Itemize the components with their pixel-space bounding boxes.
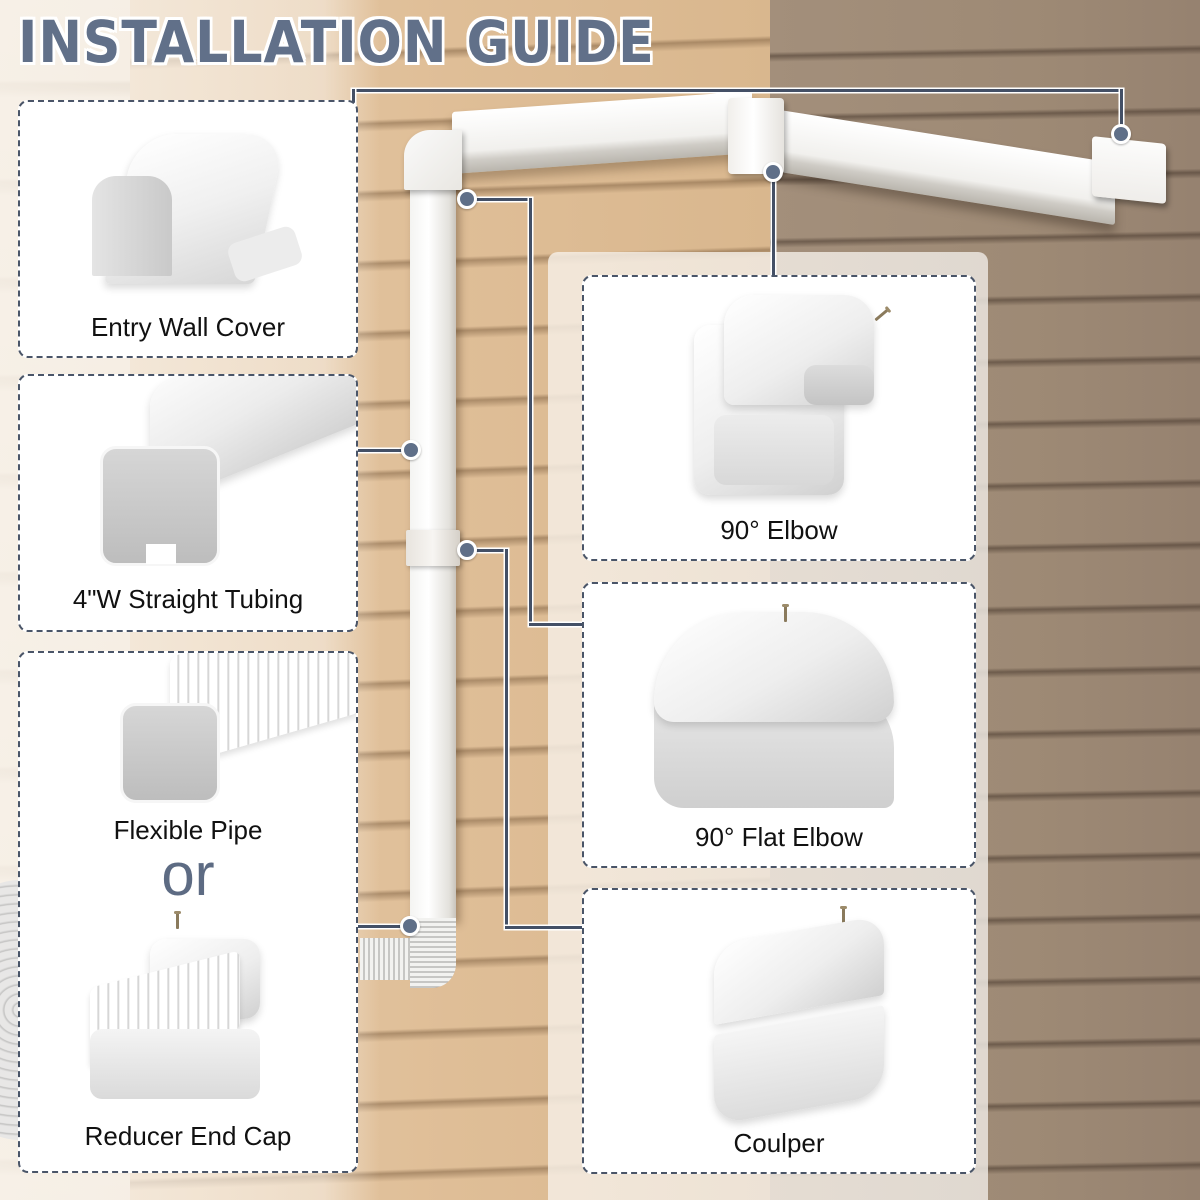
connector-line (505, 549, 508, 928)
90-elbow-image (684, 295, 894, 505)
connector-line (352, 89, 1122, 92)
connector-dot-icon (457, 189, 477, 209)
connector-line (529, 623, 584, 626)
coupler-installed (406, 530, 460, 566)
part-card-90-flat-elbow: 90° Flat Elbow (582, 582, 976, 868)
part-card-straight-tubing: 4"W Straight Tubing (18, 374, 358, 632)
screw-icon (174, 911, 181, 929)
screw-icon (840, 906, 847, 924)
connector-line (356, 449, 410, 452)
connector-dot-icon (400, 916, 420, 936)
coupler-image (694, 900, 894, 1125)
part-card-flexible-pipe-or-reducer: Flexible Pipe or Reducer End Cap (18, 651, 358, 1173)
part-label: Entry Wall Cover (90, 312, 286, 342)
connector-line (772, 172, 775, 276)
part-label: Reducer End Cap (84, 1121, 292, 1151)
part-card-90-elbow: 90° Elbow (582, 275, 976, 561)
part-label: 90° Flat Elbow (695, 822, 863, 852)
connector-line (529, 198, 532, 624)
part-label: Coulper (733, 1128, 825, 1158)
page-title: INSTALLATION GUIDE (18, 8, 655, 76)
entry-wall-cover-image (80, 124, 305, 304)
flat-elbow-installed (404, 130, 462, 190)
or-separator: or (161, 841, 215, 908)
connector-dot-icon (763, 162, 783, 182)
connector-dot-icon (1111, 124, 1131, 144)
90-flat-elbow-image (644, 598, 924, 808)
part-card-entry-wall-cover: Entry Wall Cover (18, 100, 358, 358)
entry-wall-cover-installed (1092, 136, 1166, 204)
part-label: 4"W Straight Tubing (72, 584, 304, 614)
screw-icon (782, 604, 789, 622)
connector-dot-icon (457, 540, 477, 560)
connector-line (505, 926, 585, 929)
connector-line (352, 89, 355, 103)
part-label: Flexible Pipe (113, 815, 263, 845)
connector-dot-icon (401, 440, 421, 460)
connector-line (467, 198, 529, 201)
straight-tubing-image (100, 376, 356, 568)
part-label: 90° Elbow (720, 515, 838, 545)
connector-line (467, 549, 507, 552)
connector-line (356, 925, 410, 928)
part-card-coupler: Coulper (582, 888, 976, 1174)
outside-corner-elbow (728, 98, 784, 174)
flexible-pipe-image (100, 653, 356, 807)
reducer-end-cap-image (80, 909, 300, 1109)
screw-icon (874, 308, 889, 322)
connector-line (1120, 89, 1123, 133)
